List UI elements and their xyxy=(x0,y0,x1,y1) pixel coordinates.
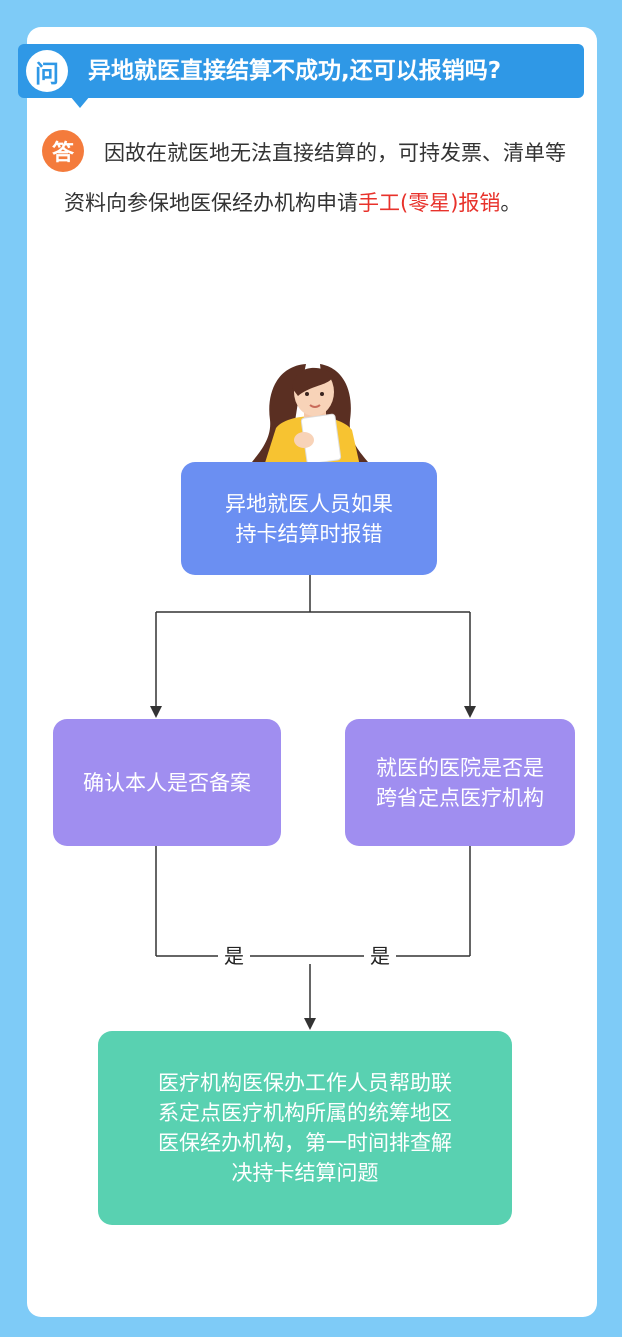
flow-end-line4: 决持卡结算问题 xyxy=(231,1161,379,1185)
question-banner-tail xyxy=(70,96,90,108)
flow-end-node: 医疗机构医保办工作人员帮助联系定点医疗机构所属的统筹地区医保经办机构，第一时间排… xyxy=(98,1031,512,1225)
question-banner xyxy=(18,44,584,98)
flow-end-line1: 医疗机构医保办工作人员帮助联 xyxy=(158,1071,452,1095)
flow-branch-right-node: 就医的医院是否是跨省定点医疗机构 xyxy=(345,719,575,846)
woman-with-clipboard-icon xyxy=(252,364,368,466)
flow-end-line2: 系定点医疗机构所属的统筹地区 xyxy=(158,1101,452,1125)
question-badge: 问 xyxy=(26,50,68,92)
answer-text-end: 。 xyxy=(500,191,522,215)
yes-label-left: 是 xyxy=(218,944,250,968)
answer-badge: 答 xyxy=(42,130,84,172)
flow-start-line1: 异地就医人员如果 xyxy=(225,491,393,516)
question-text: 异地就医直接结算不成功,还可以报销吗? xyxy=(88,58,502,84)
yes-label-right: 是 xyxy=(364,944,396,968)
flow-branch-left-text: 确认本人是否备案 xyxy=(83,770,251,795)
flow-start-node: 异地就医人员如果持卡结算时报错 xyxy=(181,462,437,575)
flow-branch-left-node: 确认本人是否备案 xyxy=(53,719,281,846)
answer-text: 因故在就医地无法直接结算的，可持发票、清单等资料向参保地医保经办机构申请手工(零… xyxy=(64,128,574,228)
flow-end-line3: 医保经办机构，第一时间排查解 xyxy=(158,1131,452,1155)
flow-branch-right-line2: 跨省定点医疗机构 xyxy=(376,785,544,810)
answer-highlight: 手工(零星)报销 xyxy=(358,191,501,215)
answer-text-main: 因故在就医地无法直接结算的，可持发票、清单等资料向参保地医保经办机构申请 xyxy=(64,141,566,215)
flow-start-line2: 持卡结算时报错 xyxy=(235,521,383,546)
flow-branch-right-line1: 就医的医院是否是 xyxy=(376,755,544,780)
